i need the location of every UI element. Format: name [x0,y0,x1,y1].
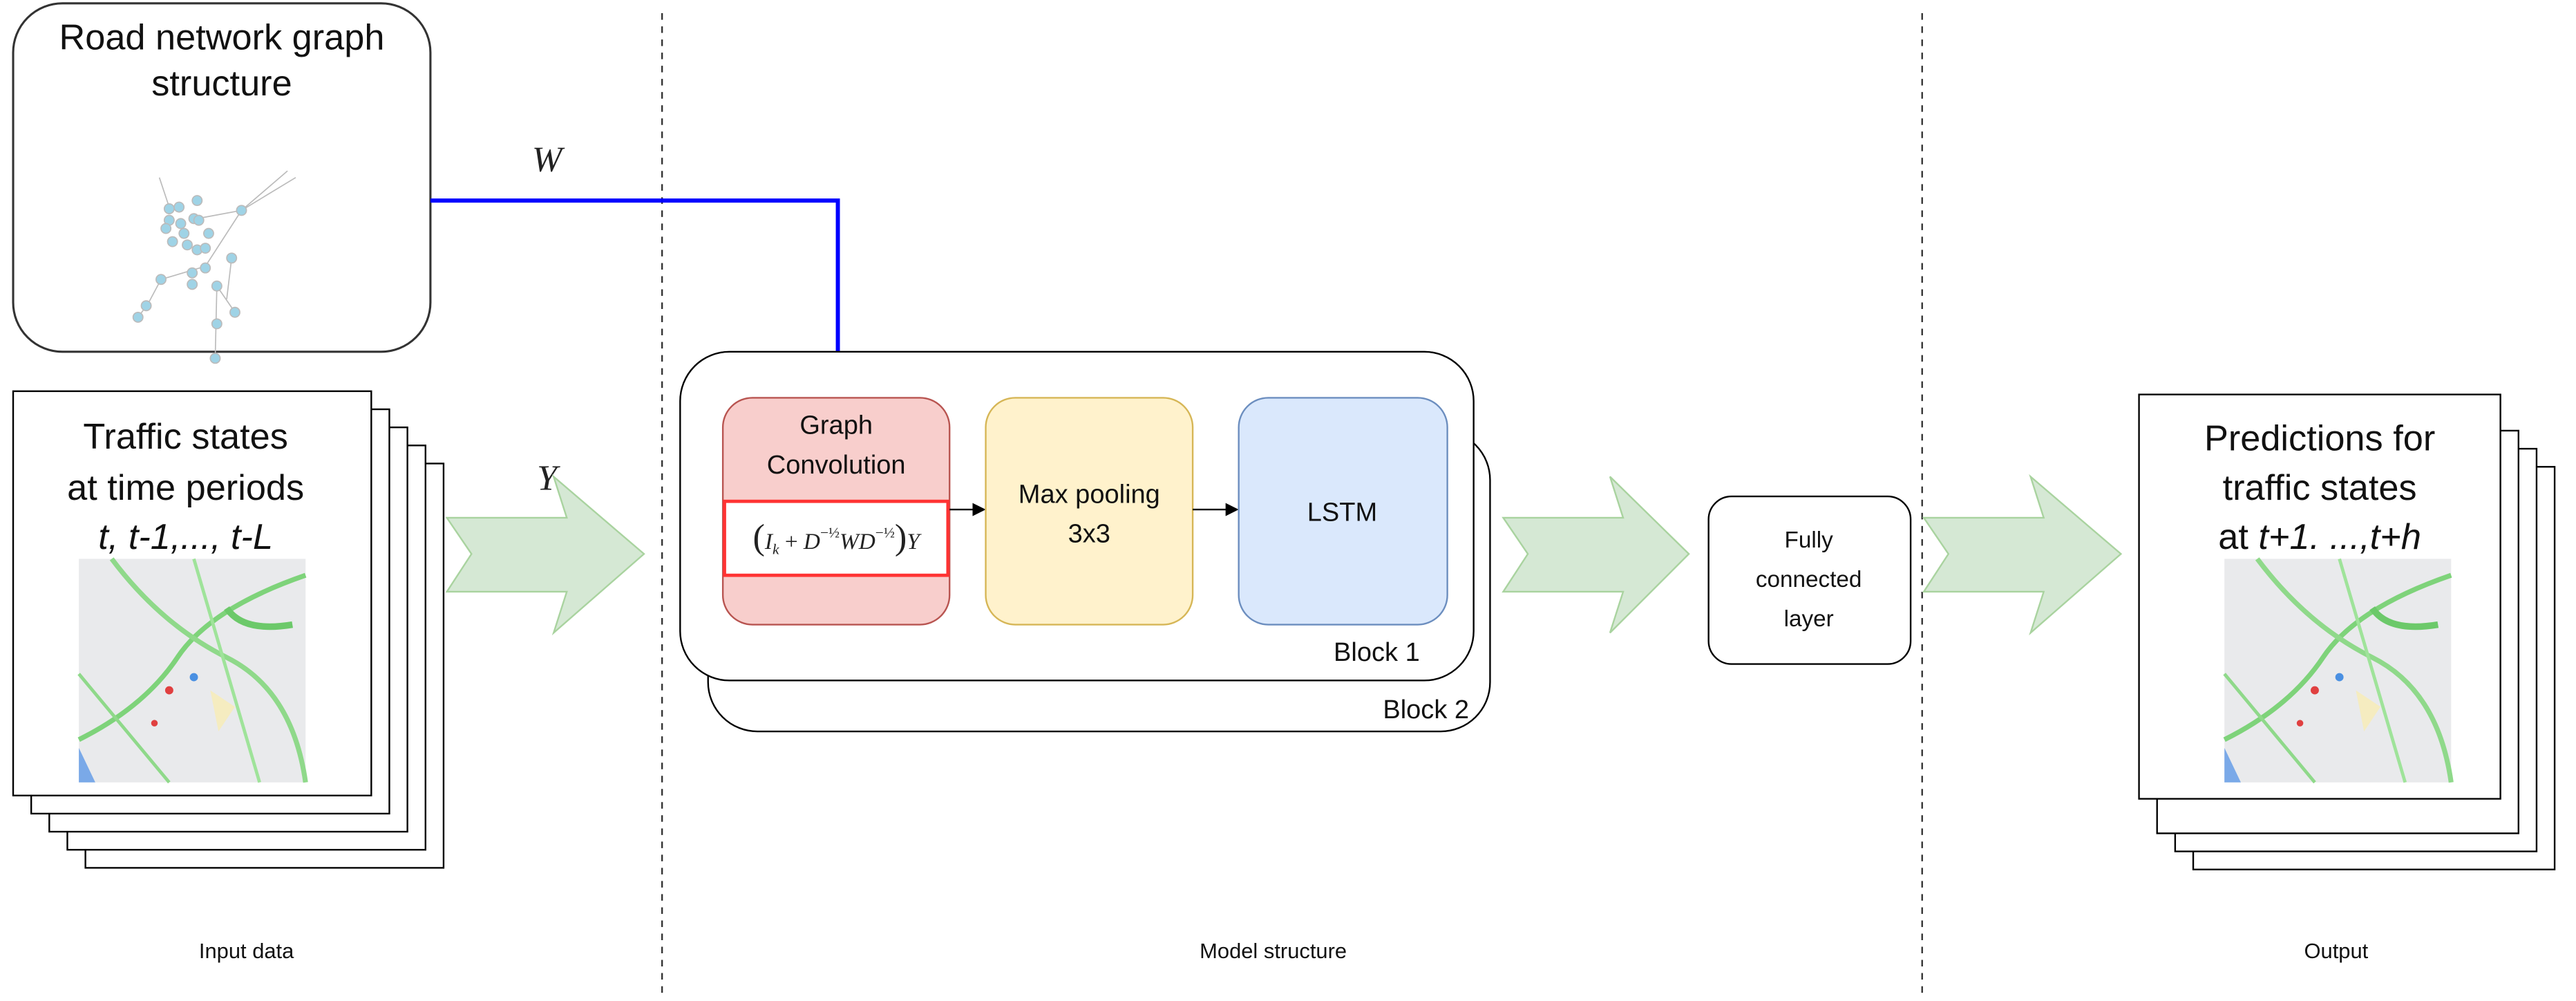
output-title-1: Predictions for [2204,418,2435,458]
w-adjacency-arrow [430,198,859,395]
block-1-label: Block 1 [1334,638,1420,667]
flow-arrow-input [445,474,645,636]
input-title-2: at time periods [67,468,304,508]
fc-title-1: Fully [1785,527,1834,553]
input-title-1: Traffic states [83,417,287,457]
fc-title-2: connected [1756,567,1862,592]
graph-conv-title-2: Convolution [767,451,906,480]
traffic-map-image [79,559,305,782]
section-label-model: Model structure [1200,939,1347,963]
flow-arrow-output [1922,474,2123,636]
graph-convolution-box: Graph Convolution (Ik + D−½WD−½)Y [721,397,951,626]
max-pooling-box: Max pooling 3x3 [985,397,1194,626]
max-pool-title-2: 3x3 [1068,520,1110,549]
output-stack: Predictions for traffic states at t+1. .… [2138,393,2556,870]
output-title-2: traffic states [2223,468,2417,508]
input-data-stack: Traffic states at time periods t, t-1,..… [12,390,445,869]
gcn-formula: (Ik + D−½WD−½)Y [753,517,922,557]
block-2-label: Block 2 [1383,695,1469,724]
fully-connected-layer-box: Fully connected layer [1707,495,1912,665]
y-label: Y [537,458,560,498]
road-network-graph-box: Road network graph structure [12,2,432,364]
w-label: W [532,139,565,179]
section-label-input: Input data [199,939,294,963]
lstm-title: LSTM [1307,498,1377,527]
section-label-output: Output [2304,939,2369,963]
graph-box-title-1: Road network graph [59,17,384,57]
graph-structure-image [132,170,296,364]
graph-conv-title-1: Graph [799,411,873,440]
input-title-3: t, t-1,..., t-L [98,517,273,557]
predicted-traffic-map-image [2224,559,2451,782]
graph-box-title-2: structure [151,64,292,104]
max-pool-title-1: Max pooling [1019,480,1160,509]
output-title-3: at t+1. ...,t+h [2218,517,2421,557]
formula-box [723,499,950,577]
fc-title-3: layer [1784,606,1834,632]
flow-arrow-model [1502,476,1690,634]
lstm-box: LSTM [1238,397,1448,626]
